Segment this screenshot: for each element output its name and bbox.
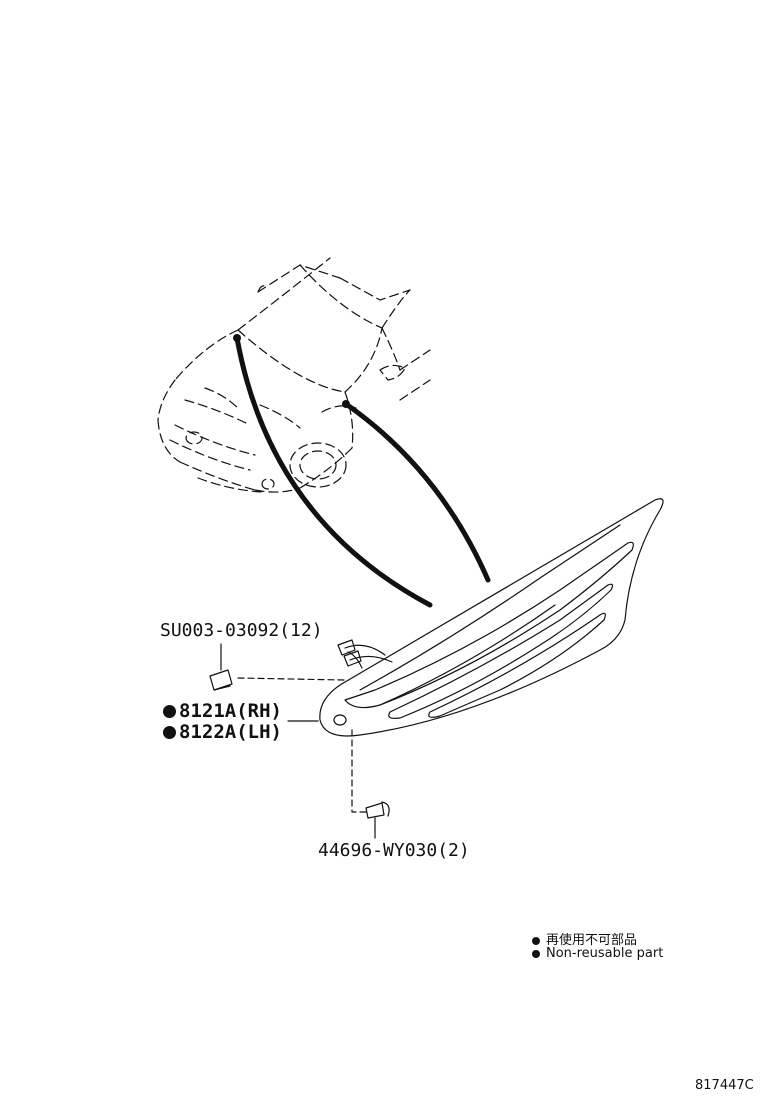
fender-garnish-drawing (319, 498, 664, 737)
garnish-rh-part-number: 8121A(RH) (163, 700, 282, 722)
clip-part-number: SU003-03092(12) (160, 620, 323, 641)
bullet-icon (532, 936, 540, 945)
clip-dashed-line (237, 677, 346, 681)
non-reusable-dot-icon (163, 726, 176, 739)
screw-part-number: 44696-WY030(2) (318, 840, 470, 861)
garnish-lh-part-number: 8122A(LH) (163, 721, 282, 743)
clip-part (209, 669, 233, 691)
diagram-code: 817447C (695, 1078, 754, 1093)
legend-english: Non-reusable part (532, 946, 663, 961)
screw-dashed-line (351, 729, 371, 813)
car-phantom-outline (157, 257, 431, 493)
legend-japanese: 再使用不可部品 (532, 929, 637, 948)
connector (337, 639, 393, 667)
non-reusable-dot-icon (163, 705, 176, 718)
bullet-icon (532, 949, 540, 958)
leader-line-hood (234, 335, 433, 608)
screw-part (365, 801, 390, 819)
leader-line-fender (343, 401, 491, 583)
